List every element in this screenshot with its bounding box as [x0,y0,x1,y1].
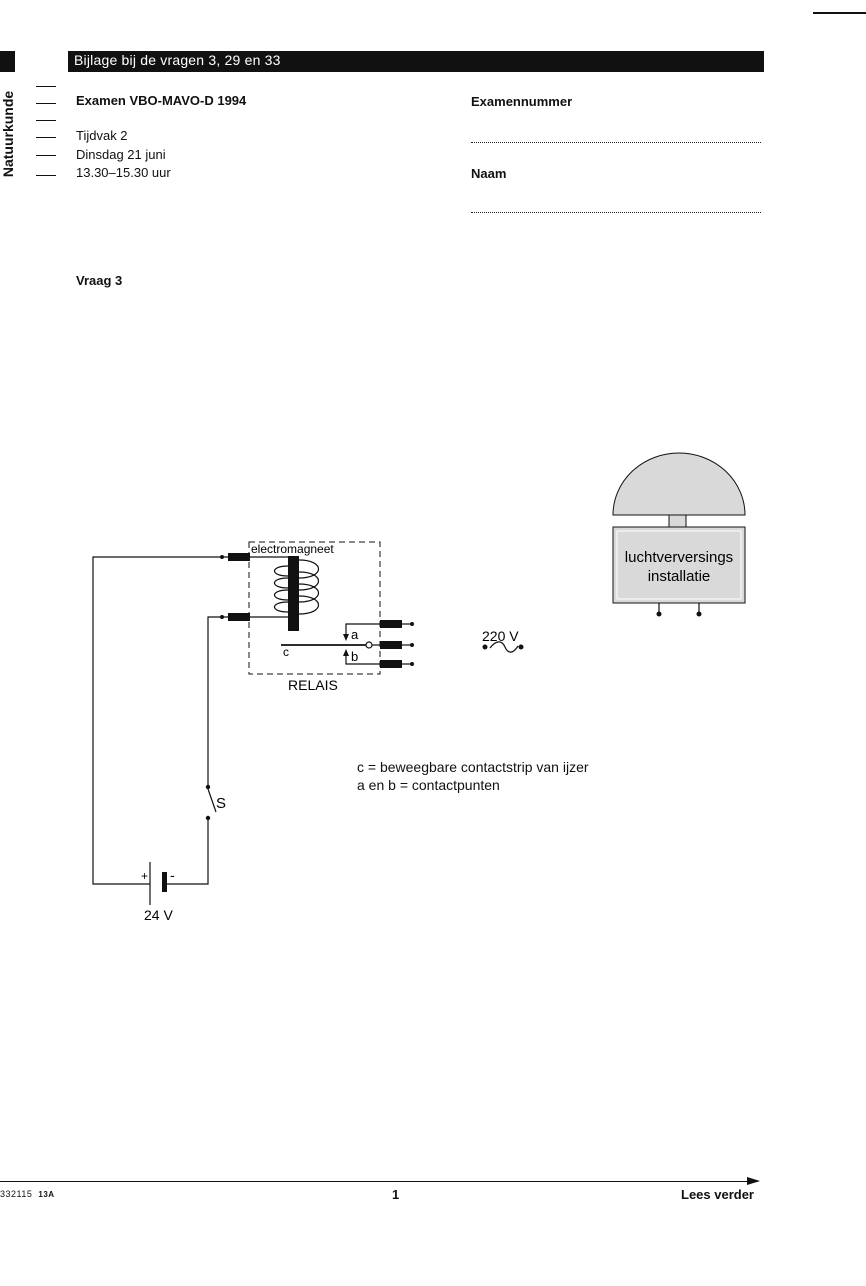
relay-box [248,541,381,675]
ac-symbol [489,641,519,653]
name-field[interactable] [471,211,761,213]
exam-title: Examen VBO-MAVO-D 1994 [76,93,247,108]
exam-time: 13.30–15.30 uur [76,165,171,180]
footer-rule [0,1181,758,1182]
legend-line-1: c = beweegbare contactstrip van ijzer [357,759,589,775]
margin-dash [36,103,56,104]
header-banner: Bijlage bij de vragen 3, 29 en 33 [68,51,764,72]
margin-dash [36,175,56,176]
page-number: 1 [392,1187,400,1202]
margin-dash [36,86,56,87]
iron-core [288,556,299,631]
exam-day: Dinsdag 21 juni [76,147,166,162]
banner-text: Bijlage bij de vragen 3, 29 en 33 [74,52,281,68]
legend-line-2: a en b = contactpunten [357,777,500,793]
terminal-block [380,641,402,649]
ventilation-duct [668,514,687,528]
corner-mark [813,12,866,14]
margin-dash [36,120,56,121]
relay-label: RELAIS [288,677,338,693]
continue-label: Lees verder [681,1187,754,1202]
electromagnet-label: electromagneet [251,542,334,556]
wire-right-bottom [166,818,209,885]
device-label-line1: luchtverversings [625,549,733,566]
ventilation-dome [612,452,746,516]
name-label: Naam [471,166,507,181]
exam-number-field[interactable] [471,141,761,143]
battery-voltage: 24 V [144,907,173,923]
side-marker [0,51,15,72]
switch-terminal [205,815,211,821]
wire-left [92,556,228,885]
terminal-block [380,620,402,628]
switch-terminal [205,784,211,790]
coil [273,559,319,615]
exam-period: Tijdvak 2 [76,128,128,143]
terminal-block [228,613,250,621]
battery-plate-negative [162,872,167,892]
contact-a-label: a [351,627,359,642]
device-label-line2: installatie [648,568,711,585]
switch-blade [207,788,217,813]
exam-number-label: Examennummer [471,94,573,109]
strip-label: c [283,645,289,659]
terminal-block [380,660,402,668]
ventilation-unit [612,526,746,604]
terminal-block [228,553,250,561]
question-label: Vraag 3 [76,273,123,288]
switch-label: S [216,795,226,812]
pivot [365,641,373,649]
margin-dash [36,137,56,138]
margin-dash [36,155,56,156]
wire-right-top [207,616,228,787]
contact-b-label: b [351,649,358,664]
mains-voltage: 220 V [482,628,519,644]
battery-plus: + [141,869,148,883]
battery-minus: - [170,867,175,883]
